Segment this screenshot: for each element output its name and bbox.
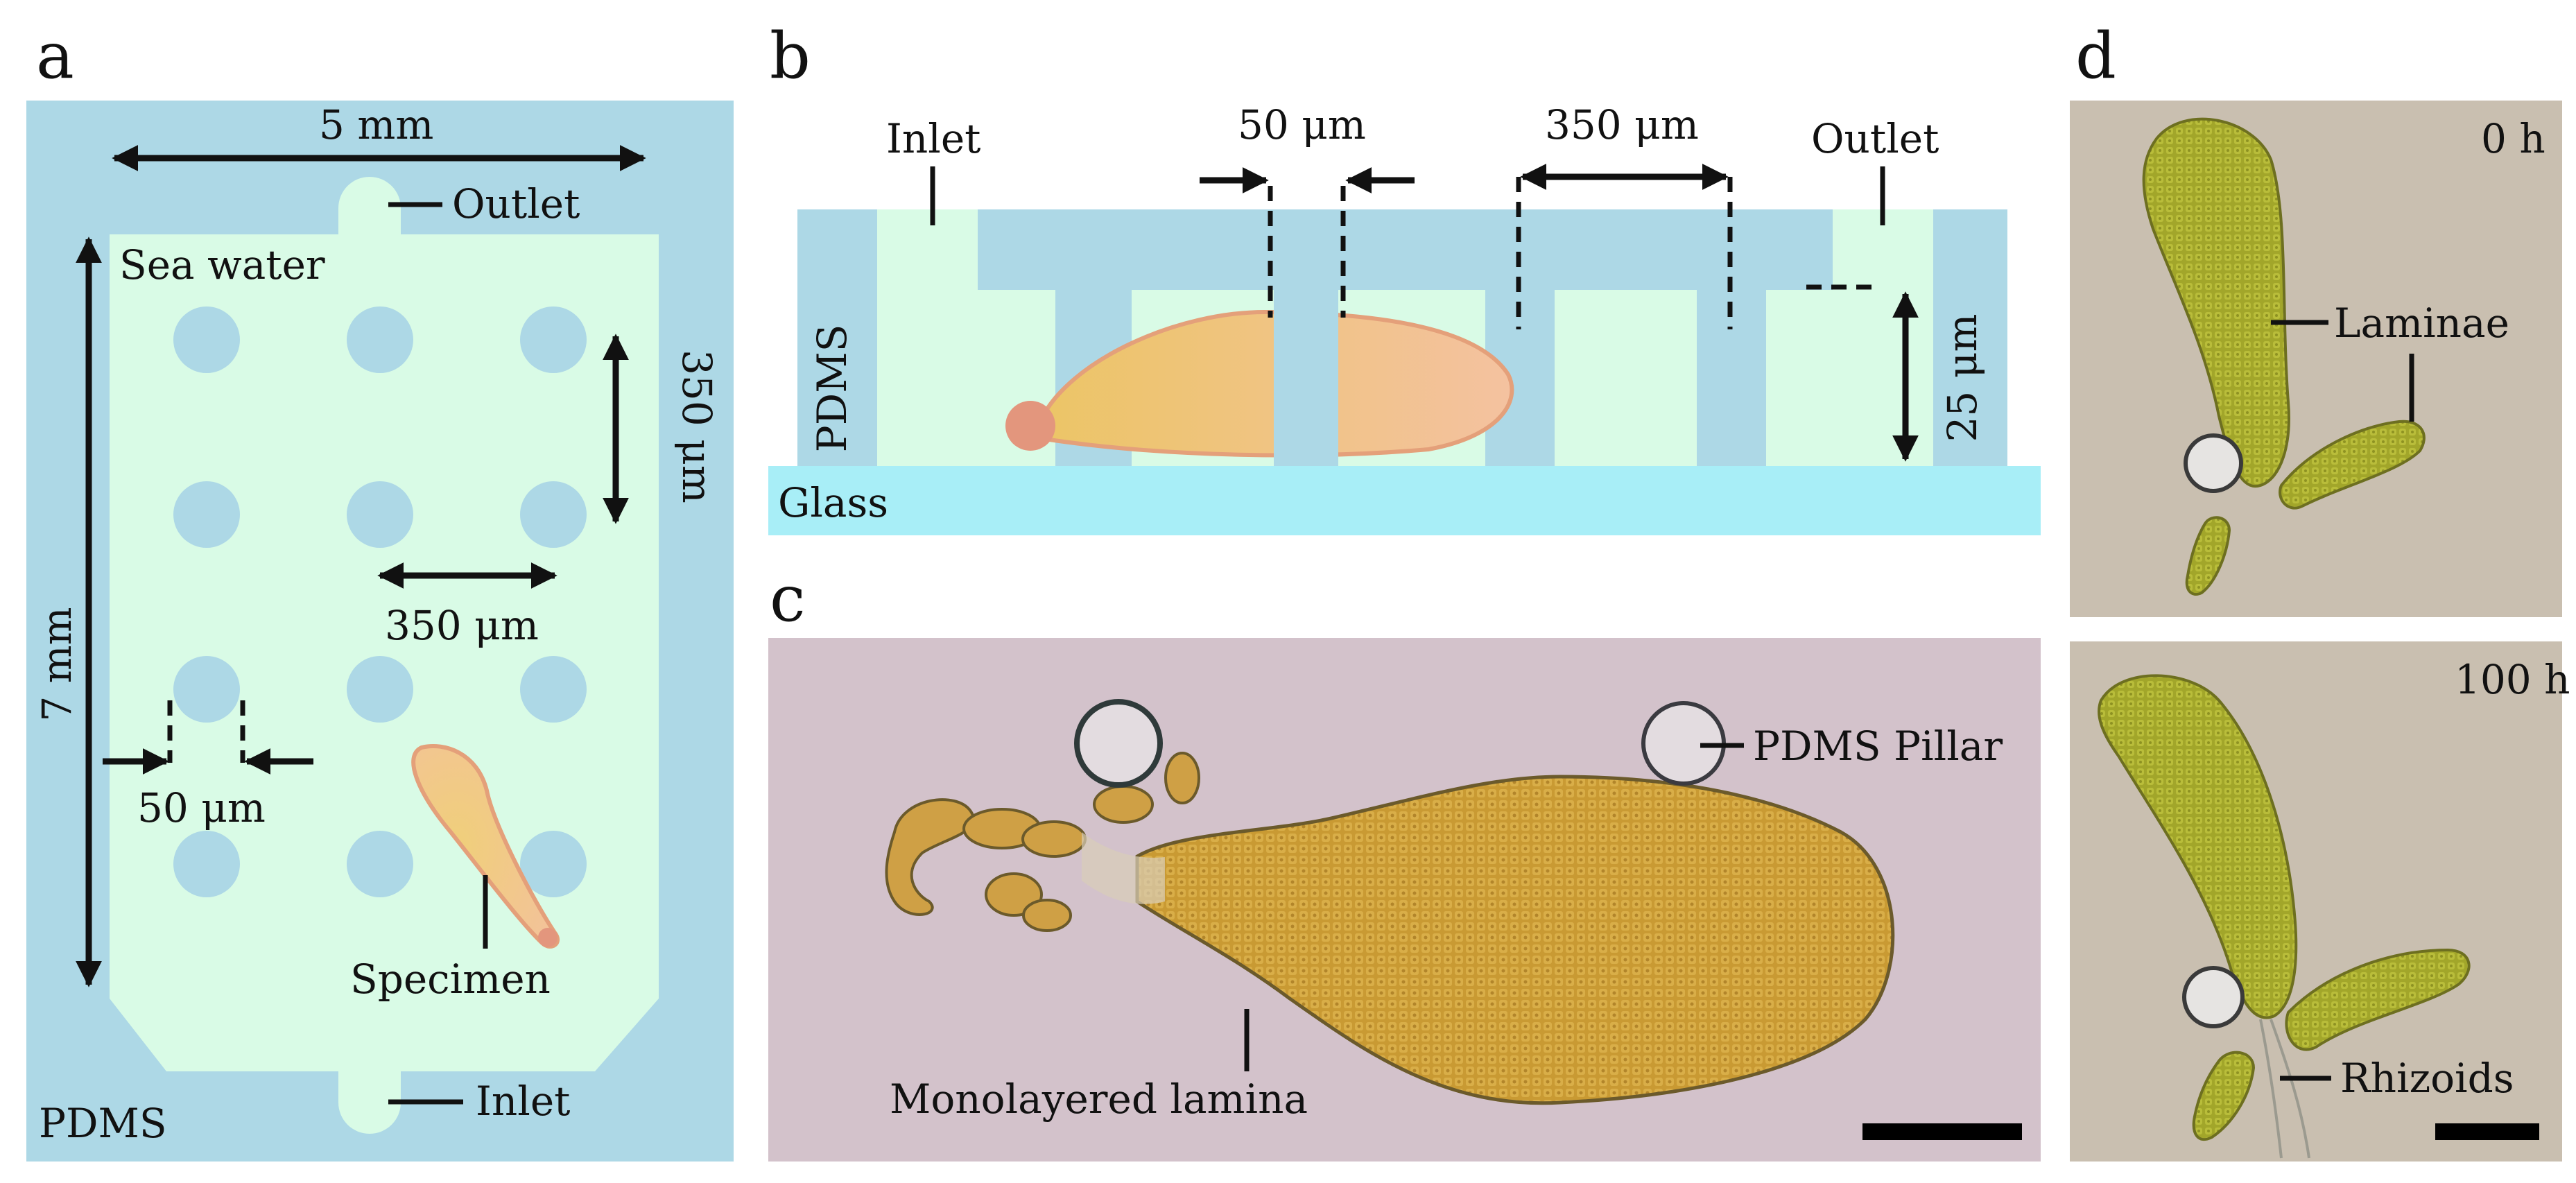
lamina-small-top <box>2185 516 2231 596</box>
panel-c: c PDMS Pillar Monolayered lamina <box>768 562 2041 1162</box>
pitch-h-label: 350 μm <box>385 602 539 649</box>
height-label: 7 mm <box>33 607 80 721</box>
panel-letter-b: b <box>770 19 811 93</box>
scale-bar-c <box>1862 1123 2022 1140</box>
pdms-label: PDMS <box>39 1100 167 1147</box>
panel-d: d 0 h Laminae 100 h Rhizoids <box>2070 19 2570 1162</box>
gap-label: 50 μm <box>137 784 266 831</box>
lamina-large-top <box>2142 117 2290 488</box>
sea-water-label: Sea water <box>119 241 325 288</box>
lamina-side-bottom <box>2285 948 2471 1051</box>
time-label-bottom: 100 h <box>2455 656 2570 703</box>
lamina-label: Monolayered lamina <box>890 1076 1308 1123</box>
inlet-label-b: Inlet <box>886 115 980 162</box>
laminae-label: Laminae <box>2334 300 2509 347</box>
rhizoid-cluster <box>885 752 1200 932</box>
pillar <box>520 656 587 723</box>
pillar-d-top <box>2184 433 2243 493</box>
panel-letter-a: a <box>36 19 74 93</box>
lamina-small-bottom <box>2192 1051 2256 1141</box>
outlet-label-b: Outlet <box>1811 115 1939 162</box>
specimen-holdfast <box>538 928 557 947</box>
lamina-body <box>1135 775 1895 1105</box>
pillar <box>520 306 587 373</box>
specimen-label: Specimen <box>350 956 551 1003</box>
pillar <box>173 481 240 548</box>
rhizoids-label: Rhizoids <box>2340 1055 2514 1102</box>
panel-letter-c: c <box>770 562 806 636</box>
panel-a: a 5 mm 7 mm Outlet Inlet S <box>26 19 734 1162</box>
pillar <box>520 481 587 548</box>
glass-label: Glass <box>778 479 888 526</box>
time-label-top: 0 h <box>2481 115 2545 162</box>
lamina-side-top <box>2279 420 2426 510</box>
pillar <box>347 306 413 373</box>
pitch-label-b: 350 μm <box>1545 101 1699 148</box>
pillar-d-bottom <box>2182 966 2245 1028</box>
rhizoid-translucent <box>1082 832 1165 904</box>
pillar <box>173 831 240 897</box>
pillar <box>173 306 240 373</box>
pillar <box>347 831 413 897</box>
panel-b: b Glass PDMS Inlet Outlet <box>768 19 2041 535</box>
rhizoid-strands <box>2259 1019 2310 1159</box>
pillar-micrograph <box>1074 699 1163 788</box>
glass-slide <box>768 466 2041 535</box>
pitch-v-label: 350 μm <box>673 349 720 503</box>
panel-letter-d: d <box>2075 19 2116 93</box>
outlet-label: Outlet <box>452 180 580 227</box>
pillar <box>520 831 587 897</box>
specimen-holdfast-b <box>1005 401 1055 451</box>
inlet-label: Inlet <box>476 1078 570 1125</box>
specimen-shape <box>411 744 560 949</box>
lamina-large-bottom <box>2098 674 2298 1019</box>
pillar <box>173 656 240 723</box>
gap-label-b: 50 μm <box>1238 101 1366 148</box>
pillar-over-specimen <box>1274 290 1338 466</box>
pillar <box>347 481 413 548</box>
height-label-b: 25 μm <box>1939 314 1986 442</box>
scale-bar-d <box>2435 1123 2539 1140</box>
pdms-side-label: PDMS <box>809 325 856 453</box>
width-label: 5 mm <box>319 101 433 148</box>
pillar-label: PDMS Pillar <box>1753 723 2003 770</box>
pillar-array <box>173 306 587 897</box>
pillar <box>347 656 413 723</box>
